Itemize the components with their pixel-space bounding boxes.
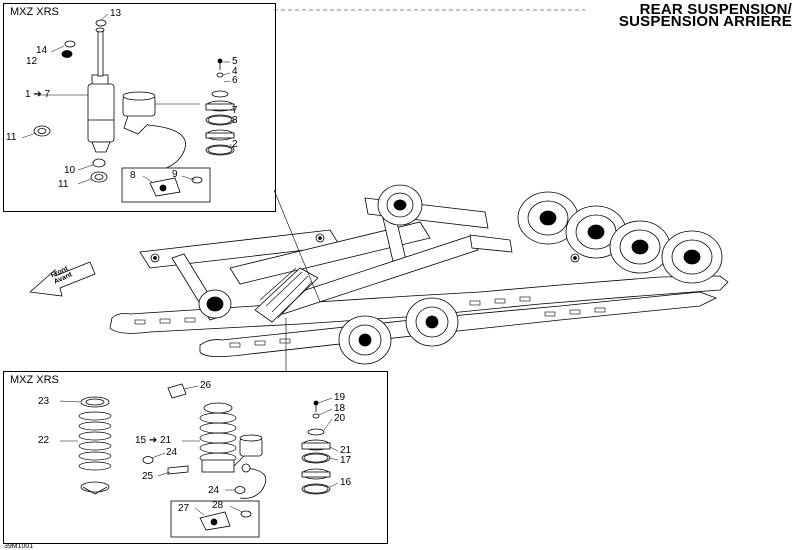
main-suspension-assembly <box>109 184 729 365</box>
callout-10: 10 <box>64 165 76 176</box>
bottom-inset-parts <box>59 383 339 538</box>
callout-11-lower: 11 <box>58 179 69 190</box>
bottom-inset-model-label: MXZ XRS <box>10 374 59 386</box>
callout-16: 16 <box>340 477 352 488</box>
callout-12: 12 <box>26 56 38 67</box>
callout-19: 19 <box>334 392 346 403</box>
callout-28: 28 <box>212 500 224 511</box>
callout-15-to-21: 15 ➔ 21 <box>135 435 172 446</box>
callout-3: 3 <box>232 115 238 126</box>
page-title-line-2: SUSPENSION ARRIÈRE <box>618 13 792 30</box>
top-inset-model-label: MXZ XRS <box>10 6 59 18</box>
callout-21: 21 <box>340 445 352 456</box>
callout-1-to-7: 1 ➔ 7 <box>25 89 51 100</box>
callout-23: 23 <box>38 396 50 407</box>
top-inset-parts <box>21 13 235 203</box>
callout-13: 13 <box>110 8 122 19</box>
top-inset-panel <box>3 3 276 212</box>
callout-24-left: 24 <box>166 447 178 458</box>
wheel-rear-3 <box>609 220 671 274</box>
front-arrow <box>29 261 96 297</box>
callout-20: 20 <box>334 413 346 424</box>
callout-24-right: 24 <box>208 485 220 496</box>
callout-17: 17 <box>340 455 352 466</box>
callout-22: 22 <box>38 435 50 446</box>
callout-14: 14 <box>36 45 48 56</box>
callout-6: 6 <box>232 75 238 86</box>
callout-26: 26 <box>200 380 212 391</box>
wheel-side <box>198 289 232 319</box>
callout-7: 7 <box>232 105 238 116</box>
callout-2: 2 <box>232 139 238 150</box>
wheel-front-upper <box>377 184 423 226</box>
leader-top <box>273 189 321 303</box>
wheel-front-lower <box>338 315 392 365</box>
callout-27: 27 <box>178 503 190 514</box>
callout-8: 8 <box>130 170 136 181</box>
callout-5: 5 <box>232 56 238 67</box>
callout-18: 18 <box>334 403 346 414</box>
wheel-middle <box>405 297 459 347</box>
page-title-line-1: REAR SUSPENSION/ <box>639 1 792 18</box>
bottom-inset-panel <box>3 371 388 544</box>
document-id: 39M1001 <box>4 543 34 550</box>
wheel-rear-4 <box>661 230 723 284</box>
wheel-rear-1 <box>517 191 579 245</box>
callout-9: 9 <box>172 169 178 180</box>
callout-25: 25 <box>142 471 154 482</box>
callout-4: 4 <box>232 66 238 77</box>
callout-11-upper: 11 <box>6 132 17 143</box>
